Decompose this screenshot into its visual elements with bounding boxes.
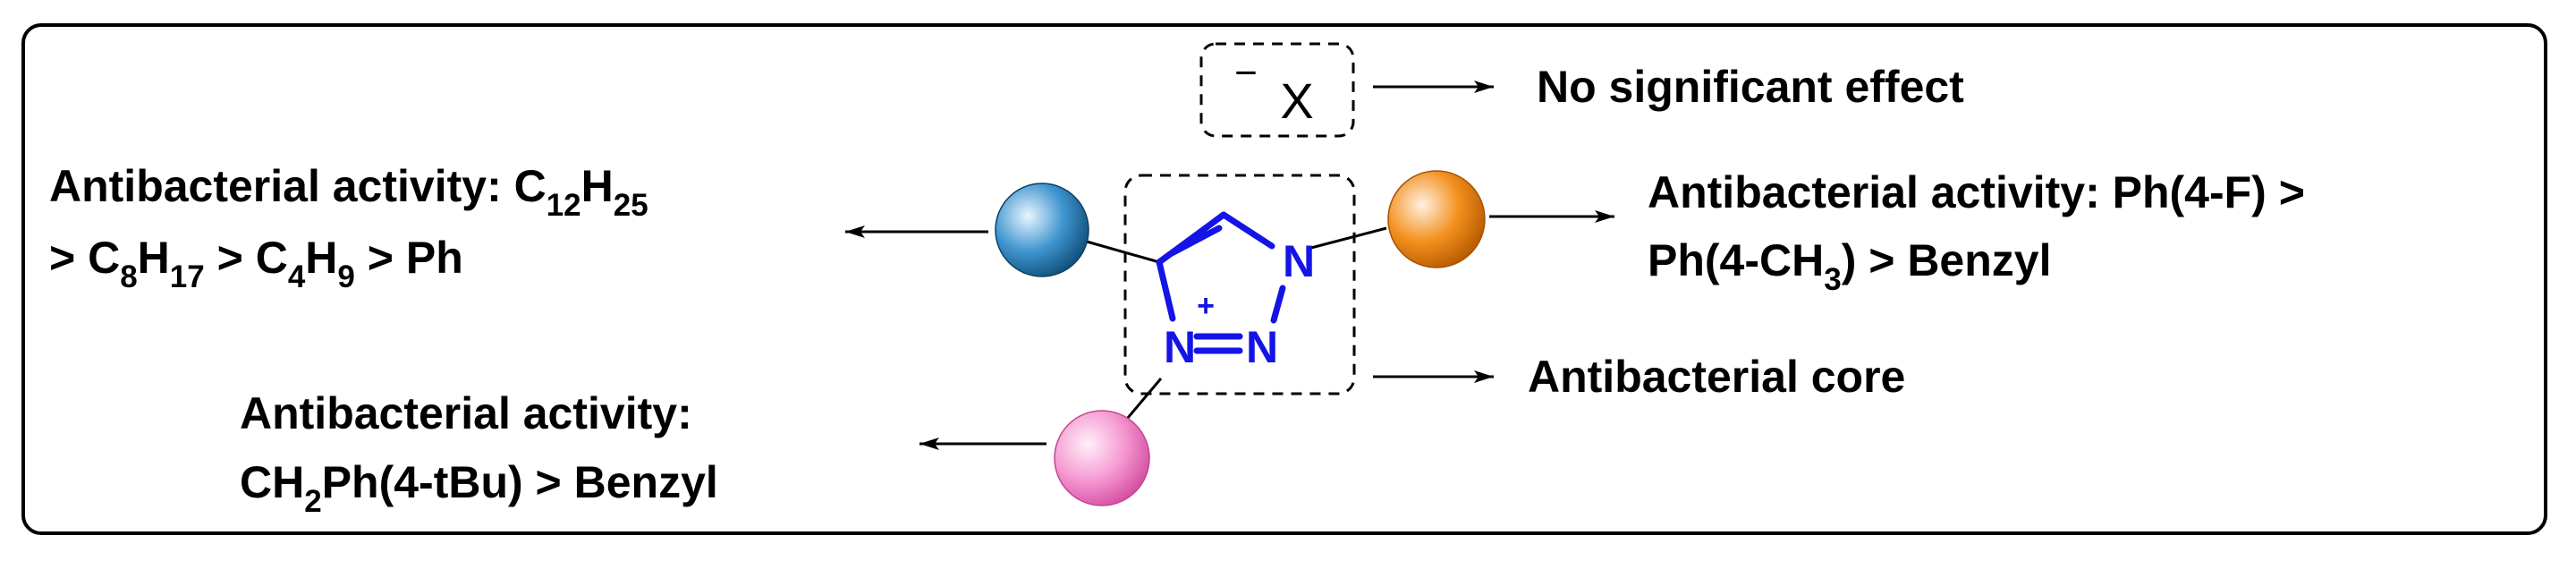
core-note: Antibacterial core — [1528, 352, 1905, 402]
anion-dashed-box — [1199, 42, 1355, 138]
bottom-label-line1: Antibacterial activity: — [240, 388, 692, 438]
ring-positive-charge: + — [1197, 289, 1215, 323]
anion-symbol: X — [1280, 72, 1313, 129]
bond-orange-n1 — [1307, 226, 1387, 251]
no-effect-note: No significant effect — [1537, 62, 1964, 112]
orange-substituent-sphere — [1387, 170, 1486, 268]
bottom-label-line2: CH2Ph(4-tBu) > Benzyl — [240, 457, 718, 519]
blue-substituent-sphere — [995, 183, 1089, 277]
ring-atom-n1: N — [1283, 236, 1315, 286]
bond-blue-c4 — [1086, 240, 1160, 264]
anion-charge: − — [1234, 51, 1258, 95]
pink-substituent-sphere — [1054, 410, 1150, 506]
right-label-line1: Antibacterial activity: Ph(4-F) > — [1648, 167, 2305, 217]
outer-frame — [21, 23, 2547, 535]
left-label-line1: Antibacterial activity: C12H25 — [49, 161, 648, 223]
ring-atom-n3: N — [1164, 322, 1196, 372]
bond-pink-n3 — [1121, 378, 1163, 425]
triazolium-ring — [1156, 211, 1286, 354]
ring-atom-n2: N — [1246, 322, 1278, 372]
left-label-line2: > C8H17 > C4H9 > Ph — [49, 233, 463, 294]
core-dashed-box — [1123, 174, 1356, 395]
right-label-line2: Ph(4-CH3) > Benzyl — [1648, 235, 2051, 297]
